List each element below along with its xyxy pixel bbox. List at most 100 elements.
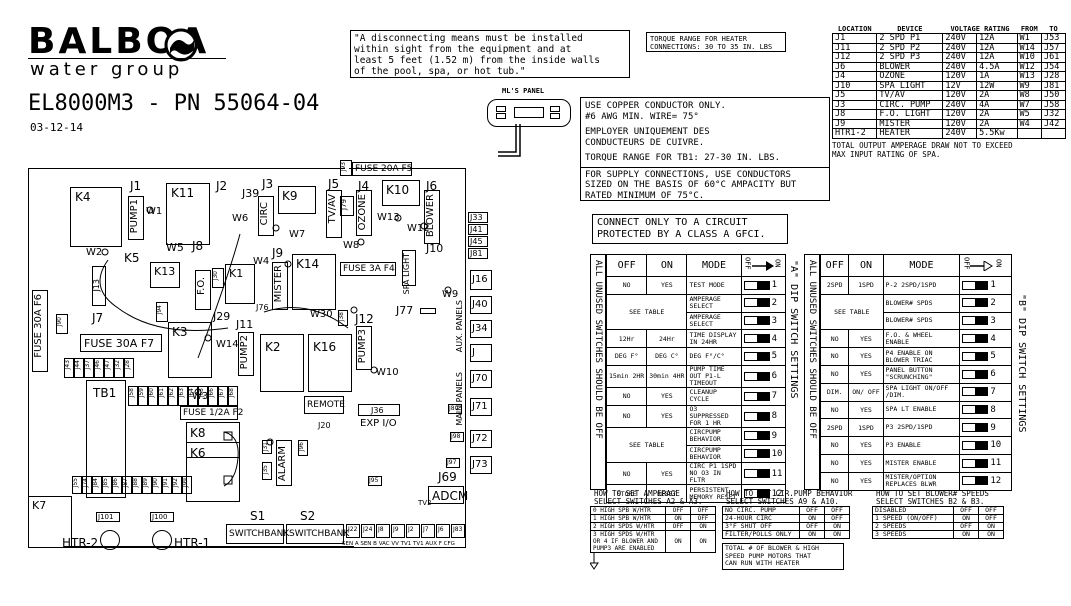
circ-connector: CIRC bbox=[258, 196, 274, 236]
j80-block: J80 bbox=[448, 404, 462, 414]
dip-switch-number: 7 bbox=[771, 391, 778, 402]
location-cell: 240V bbox=[942, 128, 978, 139]
tv2-label: TV2 bbox=[418, 499, 432, 507]
dip-mode-cell: P3 ENABLE bbox=[882, 436, 961, 455]
dip-switch-toggle[interactable] bbox=[962, 405, 989, 415]
pin-header-label: J55 bbox=[72, 478, 79, 488]
location-cell: J42 bbox=[1041, 118, 1066, 129]
dip-switch-cell: 3 bbox=[740, 311, 787, 331]
location-cell bbox=[1016, 128, 1043, 139]
dip-switch-toggle[interactable] bbox=[743, 469, 770, 479]
w12-label: W12 bbox=[407, 223, 430, 234]
table-cell: 3 HIGH SPDS W/HTR OR 4 IF BLOWER AND PUM… bbox=[590, 530, 666, 553]
location-cell: 5.5Kw bbox=[976, 128, 1018, 139]
dip-off-cell: NO bbox=[819, 364, 850, 384]
pin-header-label: J59 bbox=[138, 388, 145, 398]
dip-switch-toggle[interactable] bbox=[743, 431, 770, 441]
dip-switch-toggle[interactable] bbox=[743, 351, 770, 361]
dip-mode-cell: AMPERAGE SELECT bbox=[686, 293, 742, 313]
dip-switch-toggle[interactable] bbox=[962, 423, 989, 433]
pin-header-label: J84 bbox=[92, 478, 99, 488]
dip-switch-cell: 2 bbox=[740, 293, 787, 313]
dip-switch-toggle[interactable] bbox=[962, 334, 989, 344]
pin-header: J55 bbox=[72, 476, 82, 494]
dip-a-row: DEG F°DEG C°DEG F°/C°5 bbox=[605, 347, 787, 366]
dip-switch-toggle[interactable] bbox=[743, 280, 770, 290]
dip-mode-cell: CIRCPUMP BEHAVIOR bbox=[686, 444, 742, 464]
dip-switch-number: 12 bbox=[990, 475, 1002, 486]
switchbank-s2[interactable]: SWITCHBANK bbox=[286, 524, 349, 544]
location-cell: J5 bbox=[831, 90, 878, 101]
dip-a-col-mode: MODE bbox=[686, 254, 742, 277]
bottom-notch bbox=[64, 546, 354, 547]
fuse-f5: FUSE 20A F5 bbox=[352, 162, 412, 176]
j40-connector: J40 bbox=[470, 296, 492, 314]
pump1-connector: PUMP1 bbox=[128, 196, 144, 240]
location-cell: SPA LIGHT bbox=[876, 80, 944, 91]
switchbank-s1[interactable]: SWITCHBANK bbox=[226, 524, 289, 544]
dip-switch-number: 5 bbox=[771, 351, 778, 362]
dip-switch-number: 3 bbox=[990, 315, 996, 326]
location-cell: 2 SPD P3 bbox=[876, 52, 944, 63]
pin-header-label: J47 bbox=[104, 360, 111, 370]
dip-mode-cell: TEST MODE bbox=[686, 276, 742, 295]
logo-underline bbox=[28, 58, 226, 59]
j69-label: J69 bbox=[438, 470, 457, 484]
location-cell: J12 bbox=[831, 52, 878, 63]
dip-switch-toggle[interactable] bbox=[962, 440, 989, 450]
dip-switch-toggle[interactable] bbox=[743, 316, 770, 326]
w4-label: W4 bbox=[253, 256, 270, 267]
dip-switch-toggle[interactable] bbox=[743, 391, 770, 401]
location-cell: W13 bbox=[1016, 71, 1043, 82]
dip-mode-cell: P4 ENABLE ON BLOWER TRIAC bbox=[882, 347, 961, 366]
htr1-terminal-icon bbox=[152, 530, 172, 550]
pin-header: J58 bbox=[128, 386, 138, 406]
j35-block: J35 bbox=[262, 462, 272, 480]
dip-switch-toggle[interactable] bbox=[743, 489, 770, 499]
dip-setting-cell: SEE TABLE bbox=[605, 426, 688, 464]
pin-header-label: J60 bbox=[148, 388, 155, 398]
logo-swirl-icon bbox=[164, 28, 198, 62]
dip-switch-toggle[interactable] bbox=[962, 298, 989, 308]
dip-switch-toggle[interactable] bbox=[962, 351, 989, 361]
dip-switch-toggle[interactable] bbox=[743, 298, 770, 308]
dip-switch-toggle[interactable] bbox=[743, 411, 770, 421]
location-cell: 2 SPD P1 bbox=[876, 33, 944, 44]
dip-switch-cell: 12 bbox=[740, 484, 787, 504]
table-cell: ON bbox=[665, 514, 691, 523]
dip-off-cell: NO bbox=[819, 347, 850, 366]
dip-switch-toggle[interactable] bbox=[962, 387, 989, 397]
dip-switch-cell: 6 bbox=[740, 364, 787, 388]
j16-connector: J16 bbox=[470, 270, 492, 290]
dip-on-cell: YES bbox=[848, 471, 884, 491]
dip-switch-toggle[interactable] bbox=[962, 280, 989, 290]
j38-block: J38 bbox=[338, 310, 348, 326]
location-cell: J8 bbox=[831, 109, 878, 120]
dip-a-col-on: ON bbox=[646, 254, 688, 277]
j4-label: J4 bbox=[358, 179, 370, 193]
dip-switch-toggle[interactable] bbox=[743, 449, 770, 459]
dip-switch-toggle[interactable] bbox=[743, 334, 770, 344]
dip-switch-toggle[interactable] bbox=[962, 369, 989, 379]
dip-mode-cell: BLOWER# SPDS bbox=[882, 293, 961, 313]
dip-switch-cell: 8 bbox=[959, 400, 1012, 420]
dip-switch-toggle[interactable] bbox=[962, 476, 989, 486]
dip-switch-toggle[interactable] bbox=[743, 371, 770, 381]
dip-on-cell: RESET bbox=[646, 484, 688, 504]
dip-switch-toggle[interactable] bbox=[962, 458, 989, 468]
dip-off-cell: NO bbox=[605, 462, 648, 486]
pin-header: J68 bbox=[228, 386, 238, 406]
dip-mode-cell: SPA LT ENABLE bbox=[882, 400, 961, 420]
lower-connector: J83 bbox=[451, 524, 465, 538]
dip-mode-cell: SPA LIGHT ON/OFF /DIM. bbox=[882, 382, 961, 402]
w1-label: W1 bbox=[146, 206, 163, 217]
dip-switch-toggle[interactable] bbox=[962, 316, 989, 326]
dip-mode-cell: MISTER/OPTION REPLACES BLWR bbox=[882, 471, 961, 491]
